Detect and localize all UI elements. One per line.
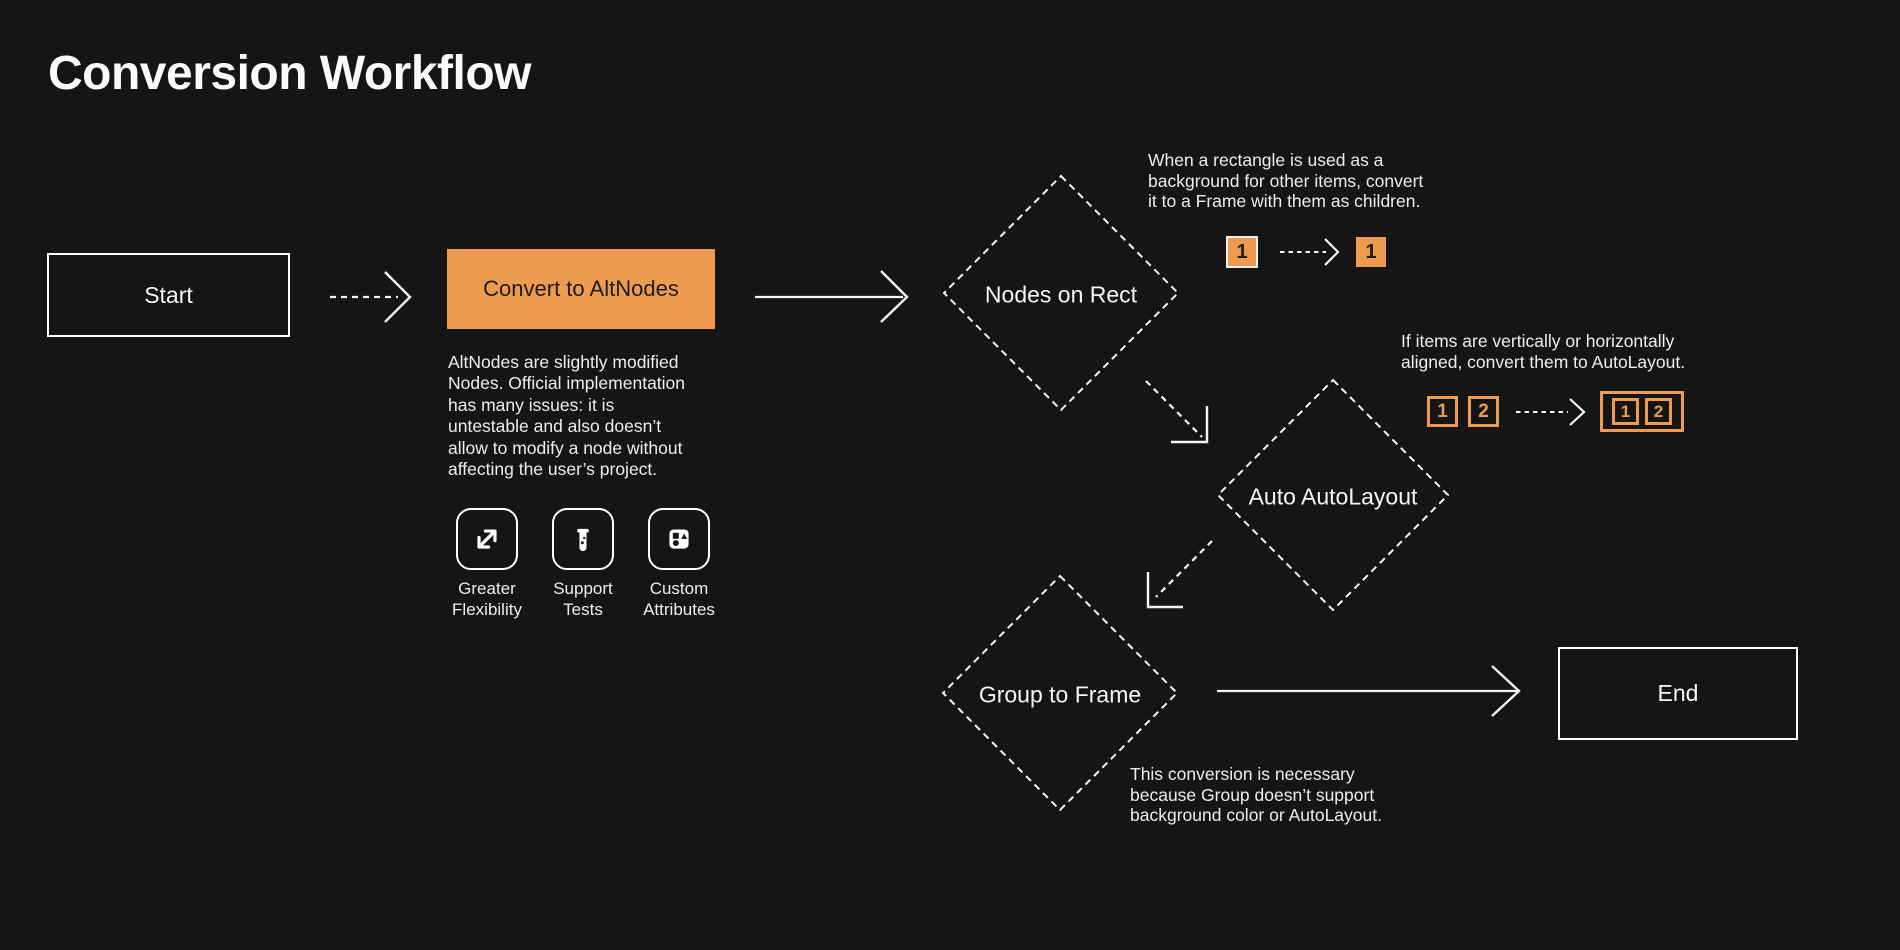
node-group-to-frame-label: Group to Frame [978, 681, 1142, 708]
arrow-group-to-frame-to-end [1217, 665, 1521, 717]
node-end-label: End [1657, 680, 1699, 706]
feature-list: Greater Flexibility Support Tests [440, 508, 726, 620]
feature-support-tests: Support Tests [536, 508, 630, 620]
arrow-auto-autolayout-to-group-to-frame [1146, 540, 1213, 609]
feature-label: Greater Flexibility [452, 579, 522, 619]
note-altnodes: AltNodes are slightly modified Nodes. Of… [448, 352, 686, 480]
align-after-badge-1: 1 [1612, 398, 1639, 425]
rect-after-badge: 1 [1356, 237, 1386, 267]
node-auto-autolayout-label: Auto AutoLayout [1248, 483, 1418, 510]
expand-icon [456, 508, 518, 570]
node-convert-label: Convert to AltNodes [483, 276, 679, 301]
arrow-rect-badges [1280, 238, 1340, 266]
align-after-badge-2: 2 [1645, 398, 1672, 425]
node-start-label: Start [144, 281, 193, 308]
align-before-badge-1: 1 [1427, 396, 1458, 427]
shapes-icon [648, 508, 710, 570]
node-start: Start [47, 253, 290, 337]
node-end: End [1558, 647, 1798, 740]
note-nodes-on-rect: When a rectangle is used as a background… [1148, 150, 1424, 212]
arrow-nodes-on-rect-to-auto-autolayout [1145, 380, 1209, 444]
feature-label: Support Tests [553, 579, 613, 619]
arrow-align-badges [1516, 398, 1586, 426]
page-title: Conversion Workflow [48, 47, 532, 100]
test-tube-icon [552, 508, 614, 570]
note-auto-autolayout: If items are vertically or horizontally … [1401, 331, 1686, 372]
arrow-start-to-convert [330, 271, 412, 323]
feature-label: Custom Attributes [643, 579, 715, 619]
note-group-to-frame: This conversion is necessary because Gro… [1130, 764, 1382, 826]
arrow-convert-to-nodes-on-rect [755, 270, 909, 323]
node-convert-to-altnodes: Convert to AltNodes [447, 249, 715, 329]
node-nodes-on-rect-label: Nodes on Rect [984, 281, 1138, 308]
autolayout-group-badge: 1 2 [1600, 391, 1684, 432]
feature-custom-attributes: Custom Attributes [632, 508, 726, 620]
rect-before-badge: 1 [1226, 236, 1258, 268]
feature-greater-flexibility: Greater Flexibility [440, 508, 534, 620]
align-before-badge-2: 2 [1468, 396, 1499, 427]
